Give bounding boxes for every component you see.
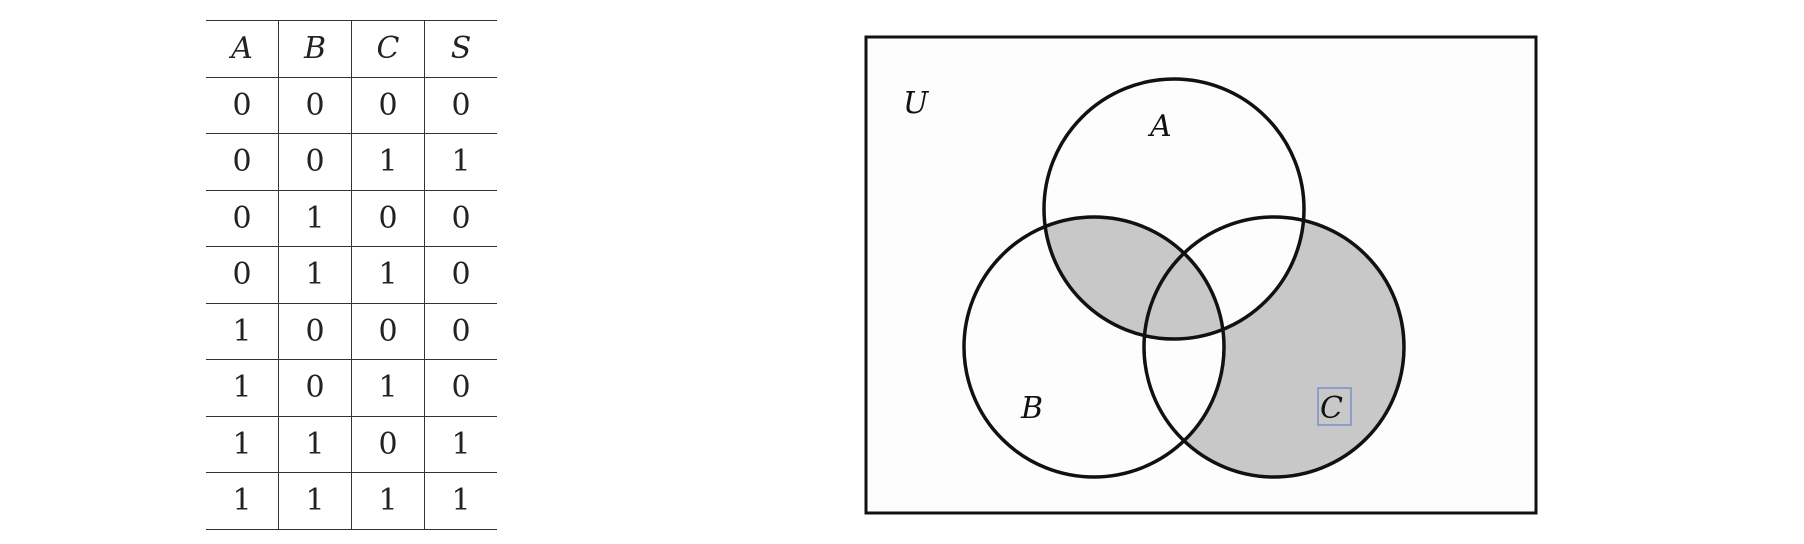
table-cell: 1: [278, 190, 352, 247]
table-cell: 1: [424, 472, 497, 530]
table-cell: 0: [278, 359, 352, 417]
table-cell: 0: [206, 246, 279, 304]
circle-b: [962, 215, 1226, 479]
header-a: A: [206, 20, 279, 78]
table-cell: 1: [424, 133, 497, 191]
table-cell: 0: [351, 303, 425, 360]
header-s: S: [424, 20, 497, 78]
shaded-region-ab-not-c: [1044, 217, 1224, 339]
table-cell: 0: [278, 77, 352, 134]
table-cell: 1: [206, 416, 279, 473]
table-cell: 0: [424, 190, 497, 247]
table-cell: 0: [424, 246, 497, 304]
table-cell: 0: [278, 303, 352, 360]
table-cell: 1: [206, 359, 279, 417]
label-b: B: [1020, 391, 1043, 426]
label-c: C: [1320, 391, 1343, 426]
table-cell: 0: [206, 190, 279, 247]
table-cell: 1: [351, 133, 425, 191]
table-cell: 0: [206, 77, 279, 134]
table-cell: 0: [278, 133, 352, 191]
label-a: A: [1147, 109, 1172, 144]
table-cell: 1: [278, 416, 352, 473]
shaded-region-c-only: [1144, 217, 1404, 477]
header-b: B: [278, 20, 352, 78]
circle-c: [1142, 215, 1406, 479]
table-cell: 1: [278, 246, 352, 304]
table-cell: 1: [424, 416, 497, 473]
table-cell: 1: [351, 246, 425, 304]
table-cell: 1: [206, 303, 279, 360]
circle-a: [1042, 77, 1306, 341]
truth-table-header-row: A B C S: [206, 20, 497, 78]
table-cell: 1: [206, 472, 279, 530]
table-cell: 0: [424, 359, 497, 417]
table-cell: 1: [351, 472, 425, 530]
label-c-highlight-box: [1317, 387, 1352, 426]
table-cell: 0: [351, 190, 425, 247]
table-cell: 1: [351, 359, 425, 417]
table-cell: 0: [424, 303, 497, 360]
universe-label: U: [903, 86, 930, 121]
table-cell: 1: [278, 472, 352, 530]
header-c: C: [351, 20, 425, 78]
table-cell: 0: [424, 77, 497, 134]
table-cell: 0: [206, 133, 279, 191]
table-cell: 0: [351, 416, 425, 473]
table-cell: 0: [351, 77, 425, 134]
